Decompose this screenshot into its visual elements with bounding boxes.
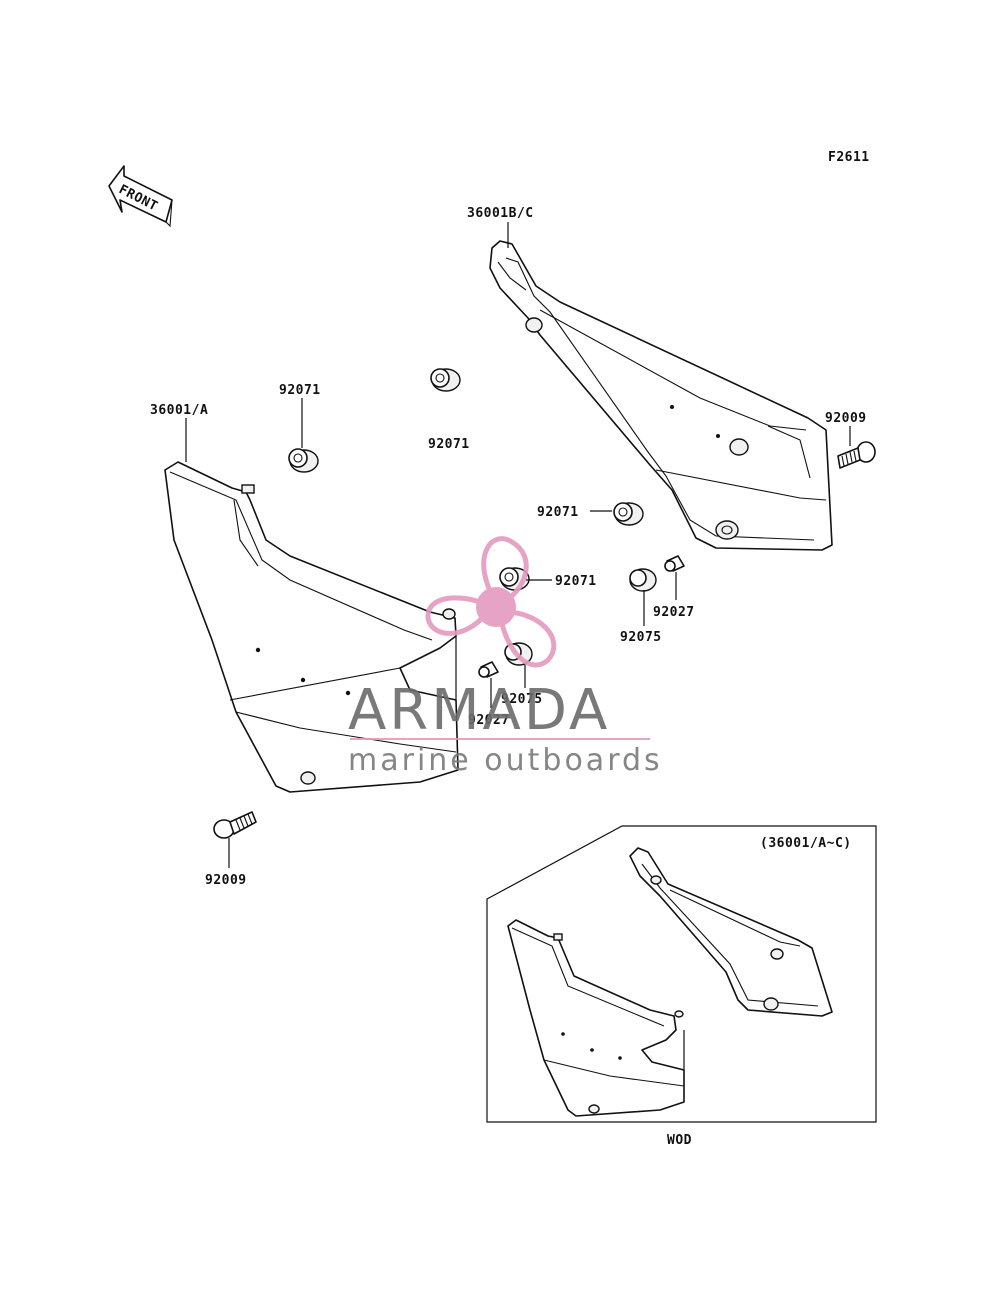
mount-boss-icon — [715, 520, 739, 540]
label-grommet-d: 92071 — [555, 574, 597, 589]
left-side-cover — [164, 461, 459, 793]
grommet-icon — [430, 368, 461, 392]
label-bolt-right: 92009 — [825, 411, 867, 426]
grommet-icon — [613, 502, 644, 526]
propeller-logo-icon — [425, 536, 557, 668]
mount-boss-icon — [442, 608, 456, 620]
damper-icon — [629, 568, 657, 592]
front-arrow-icon: FRONT — [108, 165, 173, 228]
label-right-cover: 36001B/C — [467, 206, 534, 221]
inset-caption: WOD — [667, 1133, 692, 1148]
label-collar-right: 92027 — [653, 605, 695, 620]
right-side-cover — [489, 240, 833, 551]
bolt-icon — [837, 441, 876, 469]
label-damper-right: 92075 — [620, 630, 662, 645]
watermark-tagline: marine outboards — [348, 743, 663, 778]
collar-icon — [664, 555, 685, 572]
mount-boss-icon — [729, 438, 749, 456]
label-grommet-c: 92071 — [537, 505, 579, 520]
label-left-cover: 36001/A — [150, 403, 208, 418]
figure-code: F2611 — [828, 150, 870, 165]
label-grommet-b: 92071 — [428, 437, 470, 452]
inset-label: (36001/A~C) — [760, 836, 852, 851]
label-collar-left: 92027 — [468, 713, 510, 728]
label-grommet-a: 92071 — [279, 383, 321, 398]
mount-boss-icon — [525, 317, 543, 333]
inset-panel: (36001/A~C) — [486, 825, 877, 1123]
watermark-brand: ARMADA — [348, 678, 610, 743]
bolt-icon — [213, 811, 257, 839]
label-bolt-left: 92009 — [205, 873, 247, 888]
label-damper-left: 92075 — [501, 692, 543, 707]
collar-icon — [478, 661, 499, 678]
watermark: ARMADA marine outboards — [348, 536, 663, 778]
mount-boss-icon — [300, 771, 316, 785]
grommet-icon — [288, 448, 319, 473]
